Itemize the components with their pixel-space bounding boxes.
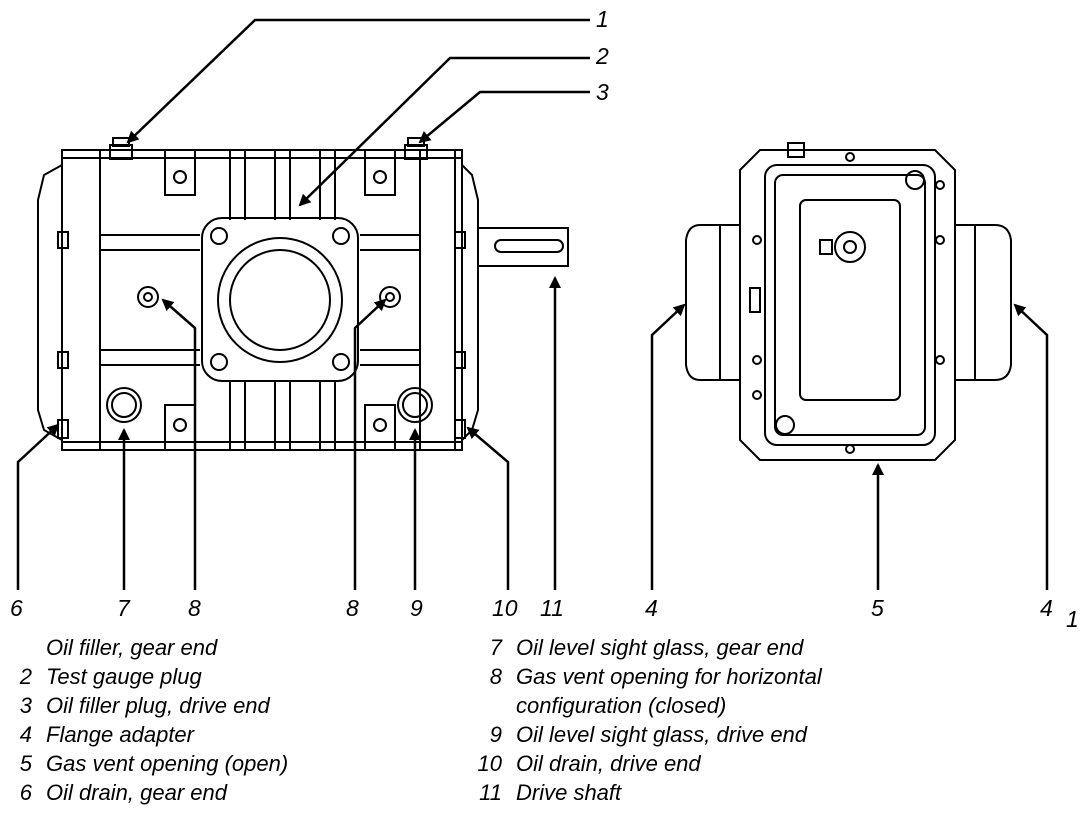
legend-text: configuration (closed)	[516, 693, 727, 718]
legend-num: 10	[477, 751, 502, 776]
legend-num: 6	[19, 780, 32, 805]
side-view	[37, 137, 569, 451]
legend-text: Oil filler, gear end	[46, 635, 218, 660]
legend-num: 8	[489, 664, 502, 689]
legend-item: 7 Oil level sight glass, gear end	[450, 635, 804, 660]
callout-1-edge: 1	[1066, 606, 1079, 632]
legend-item: configuration (closed)	[450, 695, 726, 717]
callout-6: 6	[10, 595, 23, 621]
legend-text: Oil filler plug, drive end	[46, 693, 270, 718]
legend-item: 6 Oil drain, gear end	[10, 782, 227, 804]
legend-text: Oil level sight glass, drive end	[516, 722, 808, 747]
legend-num: 11	[479, 780, 502, 805]
callout-3: 3	[596, 79, 609, 105]
legend-text: Oil drain, drive end	[516, 751, 701, 776]
legend-num: 2	[19, 664, 32, 689]
legend-item: 11 Drive shaft	[450, 782, 621, 804]
end-view	[685, 142, 1012, 461]
legend-text: Flange adapter	[46, 722, 194, 747]
legend-num: 4	[19, 722, 32, 747]
callout-9: 9	[410, 595, 423, 621]
legend-num: 3	[19, 693, 32, 718]
callout-4-right: 4	[1040, 595, 1053, 621]
callout-4-left: 4	[645, 595, 658, 621]
legend-num: 7	[489, 635, 502, 660]
legend-text: Gas vent opening for horizontal	[516, 664, 822, 689]
callout-5: 5	[871, 595, 884, 621]
legend-item: Oil filler, gear end	[10, 637, 217, 659]
legend-text: Test gauge plug	[46, 664, 202, 689]
legend-text: Oil drain, gear end	[46, 780, 227, 805]
callout-8-left: 8	[188, 595, 201, 621]
leader-lines	[16, 18, 1049, 590]
legend-num: 5	[19, 751, 32, 776]
callout-10: 10	[492, 595, 518, 621]
callout-11: 11	[540, 595, 564, 621]
legend-item: 3 Oil filler plug, drive end	[10, 695, 270, 717]
callout-1: 1	[596, 6, 609, 32]
legend-item: 8 Gas vent opening for horizontal	[450, 666, 822, 688]
legend-item: 5 Gas vent opening (open)	[10, 753, 288, 775]
legend-item: 9 Oil level sight glass, drive end	[450, 724, 807, 746]
callout-7: 7	[117, 595, 130, 621]
callout-2: 2	[596, 43, 609, 69]
legend-item: 4 Flange adapter	[10, 724, 194, 746]
legend-num: 9	[489, 722, 502, 747]
legend-text: Gas vent opening (open)	[46, 751, 289, 776]
legend-item: 10 Oil drain, drive end	[450, 753, 701, 775]
callout-8-right: 8	[346, 595, 359, 621]
legend-text: Drive shaft	[516, 780, 622, 805]
legend-item: 2 Test gauge plug	[10, 666, 202, 688]
legend-text: Oil level sight glass, gear end	[516, 635, 804, 660]
